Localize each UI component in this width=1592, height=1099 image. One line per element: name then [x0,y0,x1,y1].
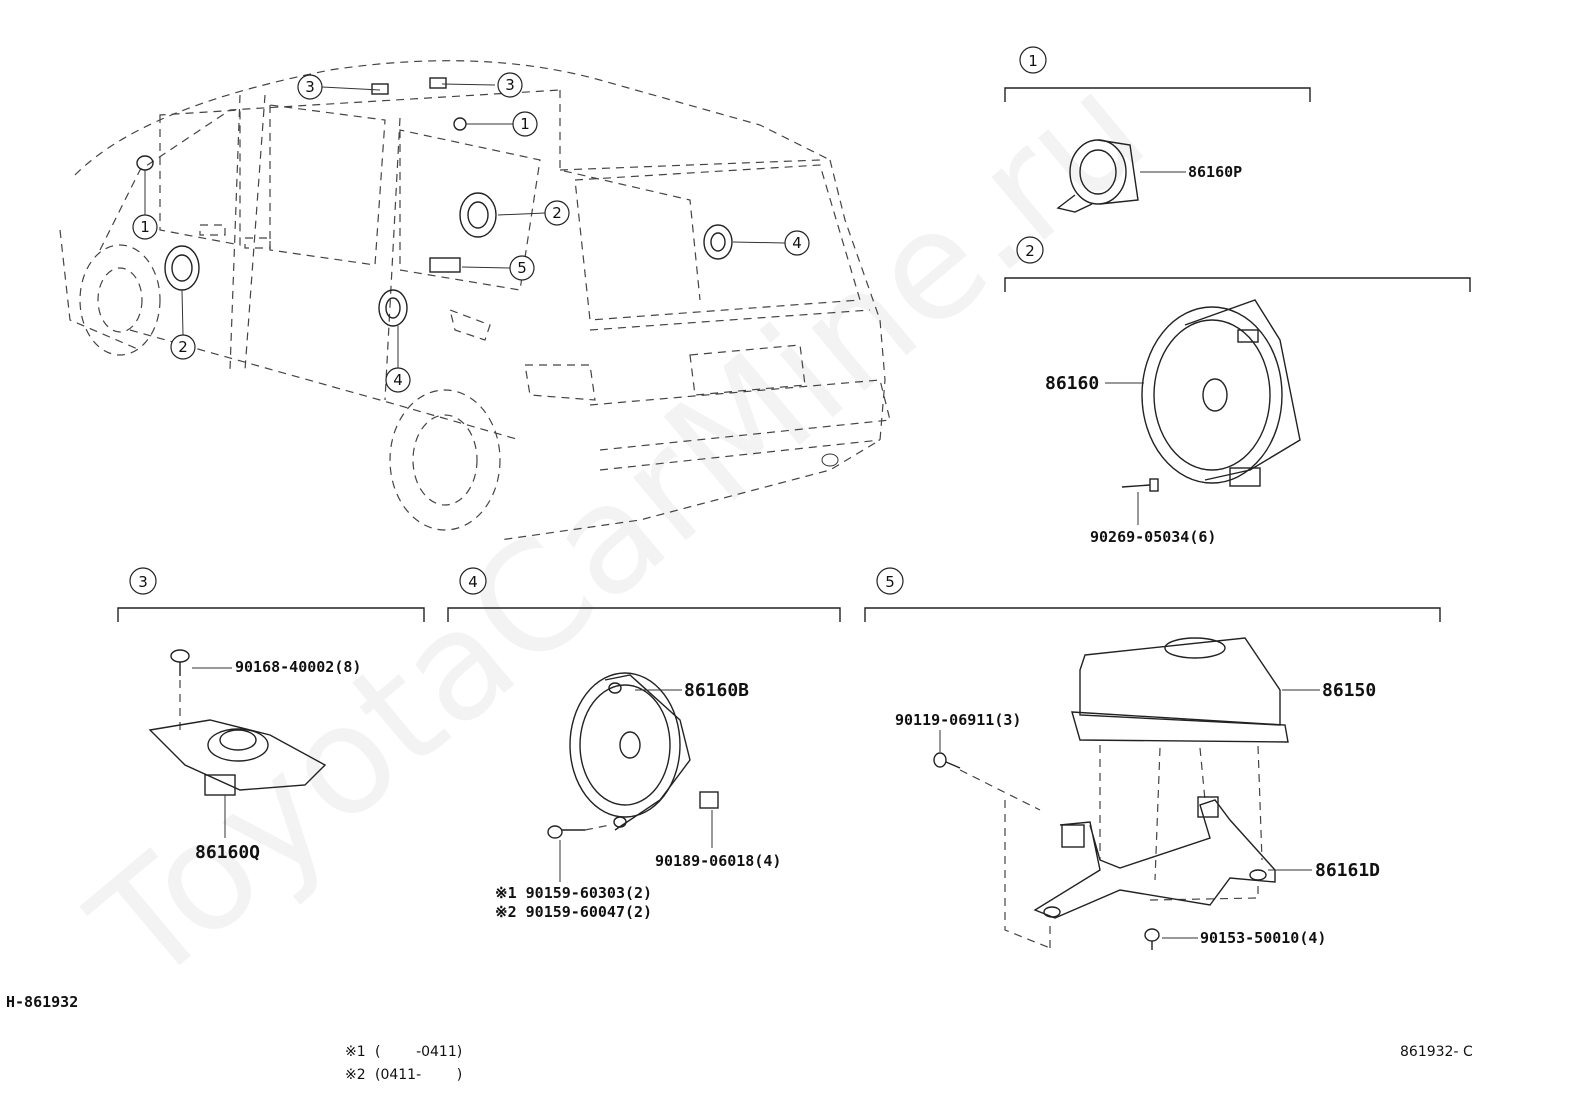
svg-text:2: 2 [178,338,188,356]
part-label-90269-05034: 90269-05034(6) [1090,528,1216,546]
vehicle-roof-speaker-right [429,77,447,89]
svg-text:4: 4 [792,234,802,252]
section-3-callout: 3 [129,567,157,595]
vehicle-roof-speaker-left [371,83,389,95]
footnote-1-text: ( -0411) [375,1044,462,1060]
part-label-86160: 86160 [1045,373,1099,394]
car-callout-2b: 2 [544,200,570,226]
footnote-1-mark: ※1 [345,1044,366,1060]
car-callout-4b: 4 [385,367,411,393]
screw-icon [1121,478,1159,492]
part-label-90168-40002: 90168-40002(8) [235,658,361,676]
footnote-2-mark: ※2 [345,1067,366,1083]
part-label-90159-60303: ※1 90159-60303(2) [495,884,652,902]
section-5-callout: 5 [876,567,904,595]
svg-text:4: 4 [393,371,403,389]
car-callout-2a: 2 [170,334,196,360]
section-1-callout: 1 [1019,46,1047,74]
svg-text:3: 3 [505,76,515,94]
screw-icon [1144,928,1160,950]
footnote-2-text: (0411- ) [375,1067,462,1083]
vehicle-speaker-back-door [703,224,733,260]
vehicle-speaker-rear-door [378,289,408,327]
part-label-86160Q: 86160Q [195,842,260,863]
part-label-90189-06018: 90189-06018(4) [655,852,781,870]
svg-text:5: 5 [517,259,527,277]
vehicle-amplifier [429,257,461,273]
door-speaker-icon [1141,299,1301,487]
reference-code: 861932- C [1400,1044,1473,1060]
section-1: 1 86160P [1004,46,1311,213]
section-5: 5 86150 90119-06911(3) [864,567,1441,950]
vehicle-illustration: 1 2 3 3 1 2 4 4 5 [59,60,891,541]
footnotes: ※1 ( -0411) ※2 (0411- ) [345,1044,462,1083]
vehicle-tweeter-pillar [453,117,467,131]
svg-text:1: 1 [140,218,150,236]
car-callout-4a: 4 [784,230,810,256]
vehicle-speaker-quarter [459,192,497,238]
amplifier-bracket-icon [1033,796,1276,919]
part-label-86160P: 86160P [1188,163,1242,181]
screw-icon [933,752,961,769]
svg-text:4: 4 [468,573,478,591]
screw-icon [170,649,190,676]
tweeter-speaker-icon [1056,139,1139,213]
svg-text:3: 3 [305,78,315,96]
roof-speaker-icon [148,719,327,796]
svg-text:2: 2 [552,204,562,222]
section-2: 2 86160 90269-05034(6) [1004,236,1471,546]
part-label-86160B: 86160B [684,680,749,701]
car-callout-3b: 3 [497,72,523,98]
section-4-callout: 4 [459,567,487,595]
clip-icon [699,791,719,809]
diagram-id: H-861932 [6,993,78,1011]
watermark: ToyotaCarMine.ru [61,42,1177,1018]
svg-text:3: 3 [138,573,148,591]
part-label-90159-60047: ※2 90159-60047(2) [495,903,652,921]
screw-icon [547,825,585,839]
part-label-90119-06911: 90119-06911(3) [895,711,1021,729]
svg-text:1: 1 [1028,52,1038,70]
svg-text:5: 5 [885,573,895,591]
part-label-86150: 86150 [1322,680,1376,701]
part-label-90153-50010: 90153-50010(4) [1200,929,1326,947]
car-callout-1a: 1 [132,214,158,240]
section-4: 4 86160B 90189-06018(4) ※1 90159-60303(2… [447,567,841,921]
car-callout-1b: 1 [512,111,538,137]
amplifier-icon [1071,637,1289,743]
svg-text:2: 2 [1025,242,1035,260]
door-speaker-icon [569,672,691,831]
part-label-86161D: 86161D [1315,860,1380,881]
car-callout-3a: 3 [297,74,323,100]
vehicle-speaker-front-door [164,245,200,291]
section-2-callout: 2 [1016,236,1044,264]
car-callout-5: 5 [509,255,535,281]
section-3: 3 90168-40002(8) 86160Q [117,567,425,863]
svg-text:1: 1 [520,115,530,133]
